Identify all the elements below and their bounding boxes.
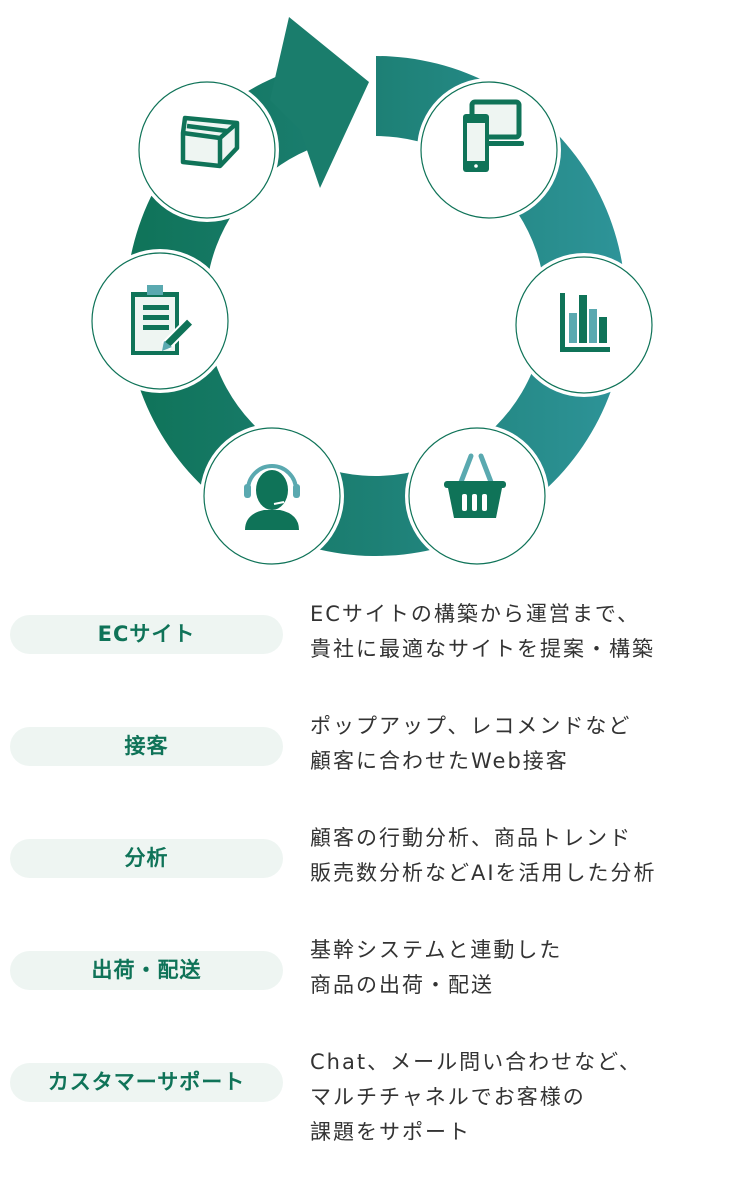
service-label-pill: 接客 <box>10 727 283 766</box>
service-label-pill: 分析 <box>10 839 283 878</box>
service-cycle-diagram <box>88 17 656 568</box>
service-description: Chat、メール問い合わせなど、マルチチャネルでお客様の課題をサポート <box>310 1045 642 1150</box>
description-line: 販売数分析などAIを活用した分析 <box>310 861 657 885</box>
package-box-icon <box>180 115 240 169</box>
service-description: 基幹システムと連動した商品の出荷・配送 <box>310 933 562 1003</box>
description-line: 商品の出荷・配送 <box>310 973 494 997</box>
icon-circle-clipboard <box>88 249 232 393</box>
service-description: 顧客の行動分析、商品トレンド販売数分析などAIを活用した分析 <box>310 821 657 891</box>
service-label-pill: 出荷・配送 <box>10 951 283 990</box>
service-label-pill: カスタマーサポート <box>10 1063 283 1102</box>
service-label-pill: ECサイト <box>10 615 283 654</box>
description-line: 貴社に最適なサイトを提案・構築 <box>310 637 655 661</box>
icon-circle-devices <box>417 78 561 222</box>
icon-circle-support <box>200 424 344 568</box>
devices-icon <box>463 99 524 172</box>
description-line: 顧客の行動分析、商品トレンド <box>310 826 632 850</box>
service-description: ECサイトの構築から運営まで、貴社に最適なサイトを提案・構築 <box>310 597 655 667</box>
icon-circle-basket <box>405 424 549 568</box>
service-description: ポップアップ、レコメンドなど顧客に合わせたWeb接客 <box>310 709 631 779</box>
bar-chart-icon <box>560 293 610 352</box>
description-line: ポップアップ、レコメンドなど <box>310 714 632 738</box>
description-line: マルチチャネルでお客様の <box>310 1085 586 1109</box>
shopping-basket-icon <box>444 453 506 518</box>
clipboard-edit-icon <box>131 285 195 355</box>
icon-circle-analytics <box>512 253 656 397</box>
description-line: 課題をサポート <box>310 1120 471 1144</box>
description-line: 基幹システムと連動した <box>310 938 563 962</box>
description-line: 顧客に合わせたWeb接客 <box>310 749 569 773</box>
description-line: Chat、メール問い合わせなど、 <box>310 1050 643 1074</box>
icon-circle-package <box>135 78 279 222</box>
cycle-arrowhead <box>270 17 369 188</box>
customer-support-icon <box>244 464 300 530</box>
description-line: ECサイトの構築から運営まで、 <box>310 602 641 626</box>
